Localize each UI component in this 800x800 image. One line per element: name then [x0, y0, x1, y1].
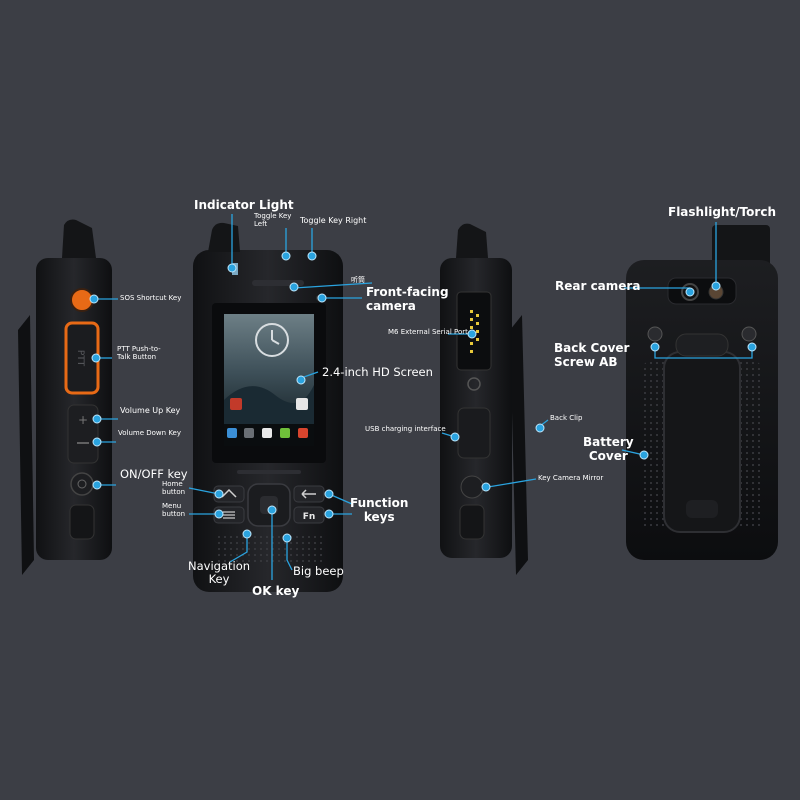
label-flashlight: Flashlight/Torch — [668, 205, 776, 219]
label-ok-key: OK key — [252, 584, 300, 598]
label-rear-camera: Rear camera — [555, 279, 641, 293]
label-external-port: M6 External Serial Port — [388, 328, 468, 336]
label-home-button: Home button — [162, 480, 186, 497]
label-toggle-key-left: Toggle Key Left — [254, 212, 292, 229]
label-usb-interface: USB charging interface — [365, 425, 446, 433]
label-menu-button: Menu button — [162, 502, 186, 519]
side-clip-right — [510, 315, 528, 575]
front-view: Fn — [193, 222, 343, 592]
label-earpiece: 听筒 — [351, 276, 365, 284]
label-sos-key: SOS Shortcut Key — [120, 294, 182, 302]
label-big-beep: Big beep — [293, 564, 344, 578]
side-clip-left — [18, 315, 34, 575]
label-toggle-key-right: Toggle Key Right — [300, 216, 367, 225]
label-volume-up: Volume Up Key — [120, 406, 181, 415]
svg-text:+: + — [78, 413, 88, 427]
label-back-clip: Back Clip — [550, 414, 583, 422]
label-function-keys: Function keys — [350, 496, 409, 524]
label-volume-down: Volume Down Key — [118, 429, 182, 437]
speaker-grille — [215, 533, 325, 563]
label-camera-mirror: Key Camera Mirror — [538, 474, 604, 482]
label-back-cover-screw: Back Cover Screw AB — [554, 341, 630, 369]
callout-dots — [89, 251, 757, 543]
fn-key-text: Fn — [303, 512, 316, 522]
label-indicator-light: Indicator Light — [194, 198, 294, 212]
camera-mirror-key — [460, 475, 484, 499]
label-navigation-key: Navigation Key — [188, 559, 251, 587]
side-view-right — [440, 223, 528, 575]
fn-key — [293, 506, 325, 524]
back-view — [626, 225, 778, 560]
volume-rocker — [67, 404, 99, 464]
power-key — [70, 472, 94, 496]
label-on-off: ON/OFF key — [120, 467, 188, 481]
side-view-left: PTT + — [18, 219, 112, 575]
home-key — [213, 485, 245, 503]
label-battery-cover: Battery Cover — [583, 435, 634, 463]
label-ptt-button: PTT Push-to- Talk Button — [117, 345, 161, 362]
usb-cover — [457, 407, 491, 459]
ptt-key-text: PTT — [75, 350, 85, 367]
label-front-camera: Front-facing camera — [366, 285, 449, 313]
label-screen: 2.4-inch HD Screen — [322, 365, 433, 379]
